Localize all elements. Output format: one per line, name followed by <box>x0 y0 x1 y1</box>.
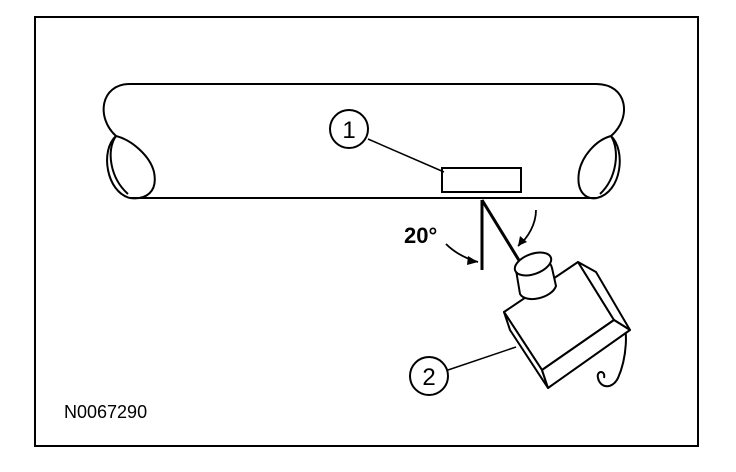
callout-2-circle <box>409 356 449 396</box>
angle-reference-lines <box>480 199 522 270</box>
angle-arrows <box>445 209 537 263</box>
callout-2-number: 2 <box>422 364 435 391</box>
tire-tread <box>102 83 626 200</box>
figure-border <box>34 16 699 447</box>
callout-1-leader <box>367 138 445 173</box>
sensor-tool <box>503 251 631 389</box>
callout-2-leader <box>447 346 517 371</box>
callout-1-circle <box>329 109 369 149</box>
angle-label: 20° <box>404 223 437 248</box>
figure-id: N0067290 <box>64 402 147 422</box>
callout-1-number: 1 <box>342 117 355 144</box>
tread-marker-rectangle <box>441 167 522 193</box>
angle-arrowheads <box>467 236 527 265</box>
